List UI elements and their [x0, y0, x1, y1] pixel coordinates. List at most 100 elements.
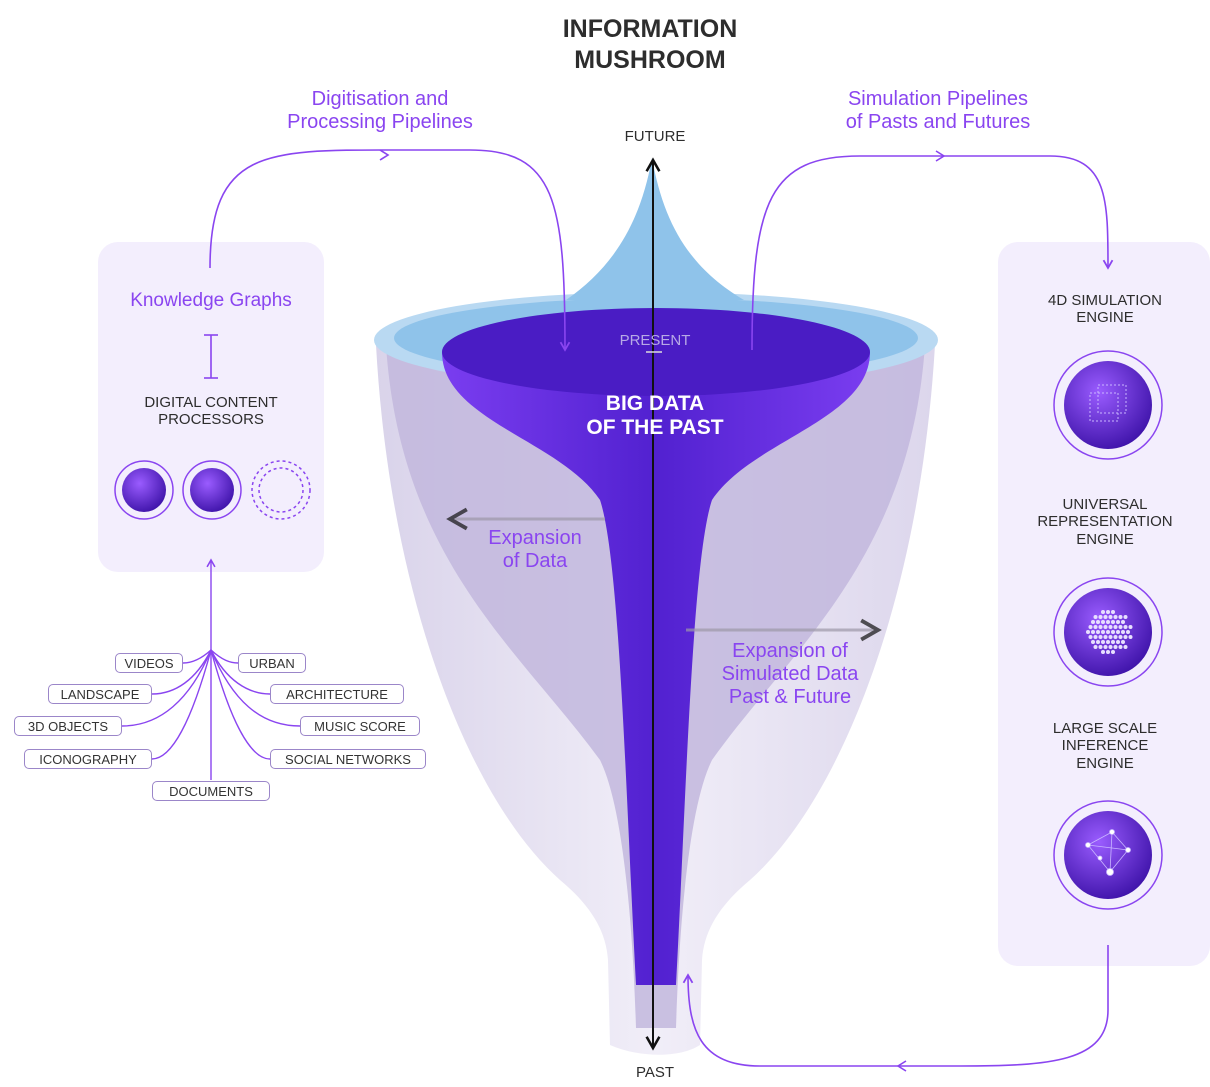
- grid-dot: [1128, 635, 1133, 639]
- grid-dot: [1093, 645, 1098, 649]
- return-arrow: [682, 945, 1109, 1067]
- pipeline-chevron-left: [379, 149, 390, 161]
- grid-dot: [1106, 620, 1110, 624]
- source-tag-documents: DOCUMENTS: [152, 781, 270, 801]
- grid-dot: [1123, 635, 1128, 639]
- grid-dot: [1103, 615, 1108, 619]
- present-label: PRESENT: [619, 332, 691, 349]
- grid-dot: [1091, 630, 1095, 634]
- cube-icon: [1053, 350, 1163, 460]
- grid-dot: [1101, 620, 1105, 624]
- future-label: FUTURE: [624, 128, 686, 145]
- grid-dot: [1098, 625, 1103, 629]
- grid-dot: [1098, 635, 1103, 639]
- grid-dot: [1126, 630, 1130, 634]
- grid-dot: [1106, 640, 1110, 644]
- source-tag-videos: VIDEOS: [115, 653, 183, 673]
- grid-dot: [1106, 650, 1110, 654]
- grid-dot: [1108, 635, 1113, 639]
- pipeline-chevron-right: [935, 150, 946, 162]
- grid-dot: [1088, 625, 1093, 629]
- source-tag-landscape: LANDSCAPE: [48, 684, 152, 704]
- content-processors-label: DIGITAL CONTENT PROCESSORS: [144, 394, 278, 429]
- grid-dot: [1111, 650, 1115, 654]
- grid-dot: [1096, 620, 1100, 624]
- grid-dot: [1111, 620, 1115, 624]
- expansion-of-data-label: Expansion of Data: [488, 527, 582, 572]
- network-icon: [1053, 800, 1163, 910]
- grid-dot: [1096, 630, 1100, 634]
- expansion-simulated-label: Expansion of Simulated Data Past & Futur…: [721, 640, 859, 708]
- grid-dot: [1116, 630, 1120, 634]
- grid-dot: [1093, 615, 1098, 619]
- return-chevron: [896, 1060, 907, 1072]
- engine-universal-representation-label: UNIVERSAL REPRESENTATION ENGINE: [1037, 496, 1173, 548]
- grid-dot: [1106, 630, 1110, 634]
- big-data-label: BIG DATA OF THE PAST: [586, 392, 724, 440]
- engine-4d-simulation-label: 4D SIMULATION ENGINE: [1048, 292, 1162, 327]
- simulation-pipelines-label: Simulation Pipelines of Pasts and Future…: [845, 88, 1031, 133]
- processor-icon-1: [114, 460, 174, 520]
- grid-dot: [1098, 645, 1103, 649]
- future-spike: [566, 158, 744, 300]
- grid-dot: [1101, 630, 1105, 634]
- grid-dot: [1113, 625, 1118, 629]
- grid-dot: [1103, 645, 1108, 649]
- source-lines: [121, 558, 301, 780]
- grid-dot: [1118, 645, 1123, 649]
- grid-dot: [1116, 620, 1120, 624]
- grid-dot: [1123, 625, 1128, 629]
- grid-dot: [1121, 640, 1125, 644]
- grid-dot: [1111, 630, 1115, 634]
- grid-dot: [1093, 635, 1098, 639]
- grid-dot: [1113, 645, 1118, 649]
- grid-dot: [1128, 625, 1133, 629]
- grid-dot: [1101, 650, 1105, 654]
- source-tag-social-networks: SOCIAL NETWORKS: [270, 749, 426, 769]
- dot-grid-icon: [1053, 577, 1163, 687]
- source-tag-urban: URBAN: [238, 653, 306, 673]
- grid-dot: [1098, 615, 1103, 619]
- knowledge-graphs-label: Knowledge Graphs: [130, 290, 292, 311]
- diagram-title: INFORMATION MUSHROOM: [562, 15, 738, 74]
- grid-dot: [1113, 635, 1118, 639]
- processor-icon-2: [182, 460, 242, 520]
- source-tag-3d-objects: 3D OBJECTS: [14, 716, 122, 736]
- source-tag-architecture: ARCHITECTURE: [270, 684, 404, 704]
- grid-dot: [1108, 625, 1113, 629]
- grid-dot: [1108, 645, 1113, 649]
- grid-dot: [1113, 615, 1118, 619]
- processor-icon-empty: [251, 460, 311, 520]
- grid-dot: [1101, 610, 1105, 614]
- grid-dot: [1111, 640, 1115, 644]
- grid-dot: [1103, 625, 1108, 629]
- simulation-pipeline-arrow: [751, 155, 1114, 351]
- grid-dot: [1116, 640, 1120, 644]
- grid-dot: [1093, 625, 1098, 629]
- grid-dot: [1121, 620, 1125, 624]
- grid-dot: [1108, 615, 1113, 619]
- digitisation-pipeline-arrow: [209, 149, 571, 352]
- grid-dot: [1091, 620, 1095, 624]
- grid-dot: [1123, 615, 1128, 619]
- digitisation-pipelines-label: Digitisation and Processing Pipelines: [287, 88, 473, 133]
- grid-dot: [1086, 630, 1090, 634]
- grid-dot: [1101, 640, 1105, 644]
- grid-dot: [1123, 645, 1128, 649]
- engine-inference-label: LARGE SCALE INFERENCE ENGINE: [1052, 720, 1158, 772]
- grid-dot: [1111, 610, 1115, 614]
- grid-dot: [1118, 635, 1123, 639]
- grid-dot: [1118, 625, 1123, 629]
- grid-dot: [1091, 640, 1095, 644]
- source-tag-iconography: ICONOGRAPHY: [24, 749, 152, 769]
- grid-dot: [1096, 640, 1100, 644]
- past-label: PAST: [635, 1064, 675, 1081]
- grid-dot: [1106, 610, 1110, 614]
- grid-dot: [1088, 635, 1093, 639]
- grid-dot: [1103, 635, 1108, 639]
- source-tag-music-score: MUSIC SCORE: [300, 716, 420, 736]
- grid-dot: [1121, 630, 1125, 634]
- grid-dot: [1118, 615, 1123, 619]
